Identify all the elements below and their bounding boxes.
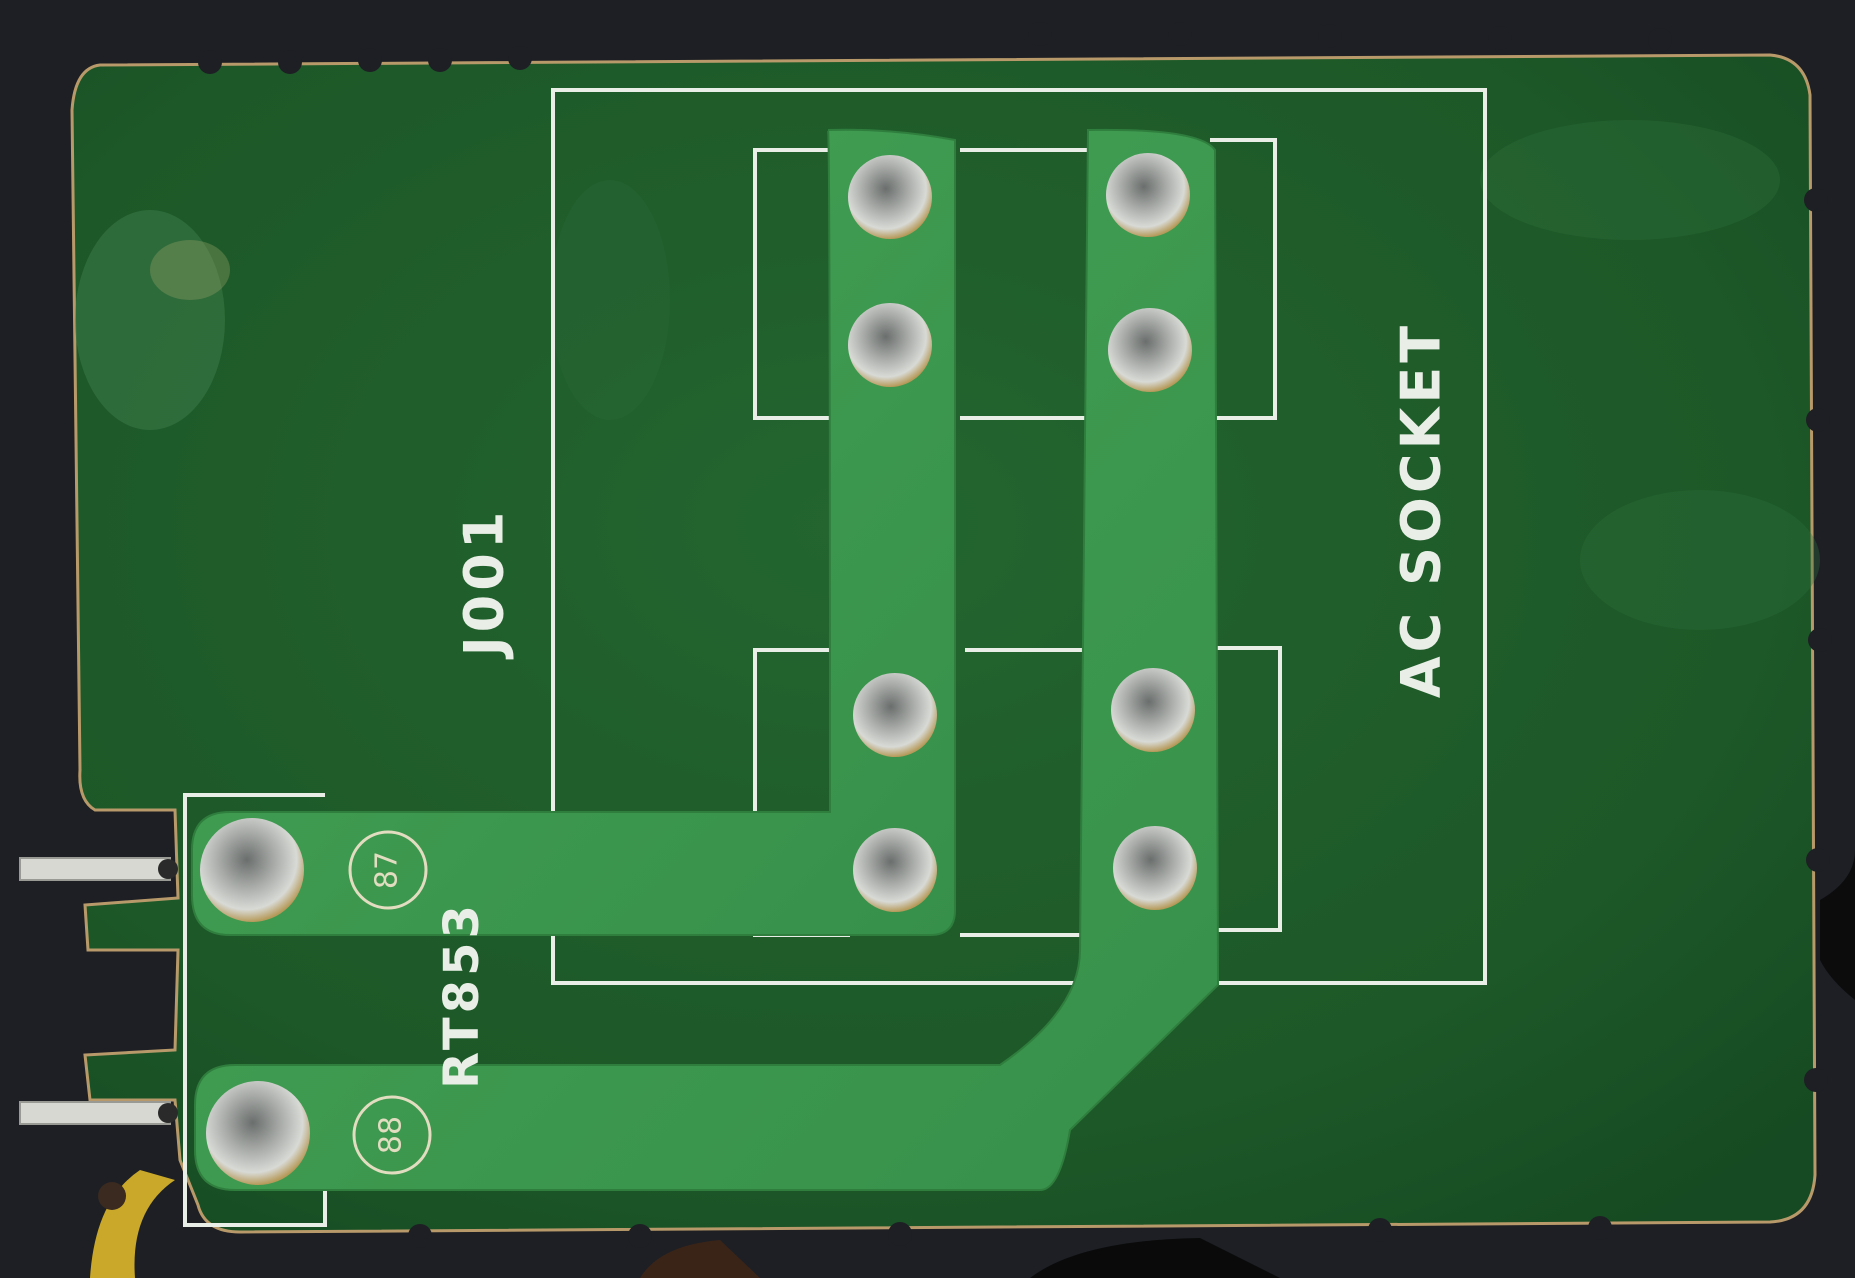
solder-pads [200, 153, 1197, 1185]
background-wires [90, 850, 1855, 1278]
socket-label: AC SOCKET [1390, 322, 1453, 698]
pad-number-87: 87 [370, 851, 405, 889]
connector-ref-label: J001 [453, 508, 516, 661]
pad-number-circles [348, 830, 432, 1175]
header-pins [19, 857, 178, 1210]
part-ref-label: RT853 [434, 901, 490, 1089]
board-edge-notches [198, 22, 1832, 1248]
pad-number-88: 88 [374, 1116, 409, 1154]
